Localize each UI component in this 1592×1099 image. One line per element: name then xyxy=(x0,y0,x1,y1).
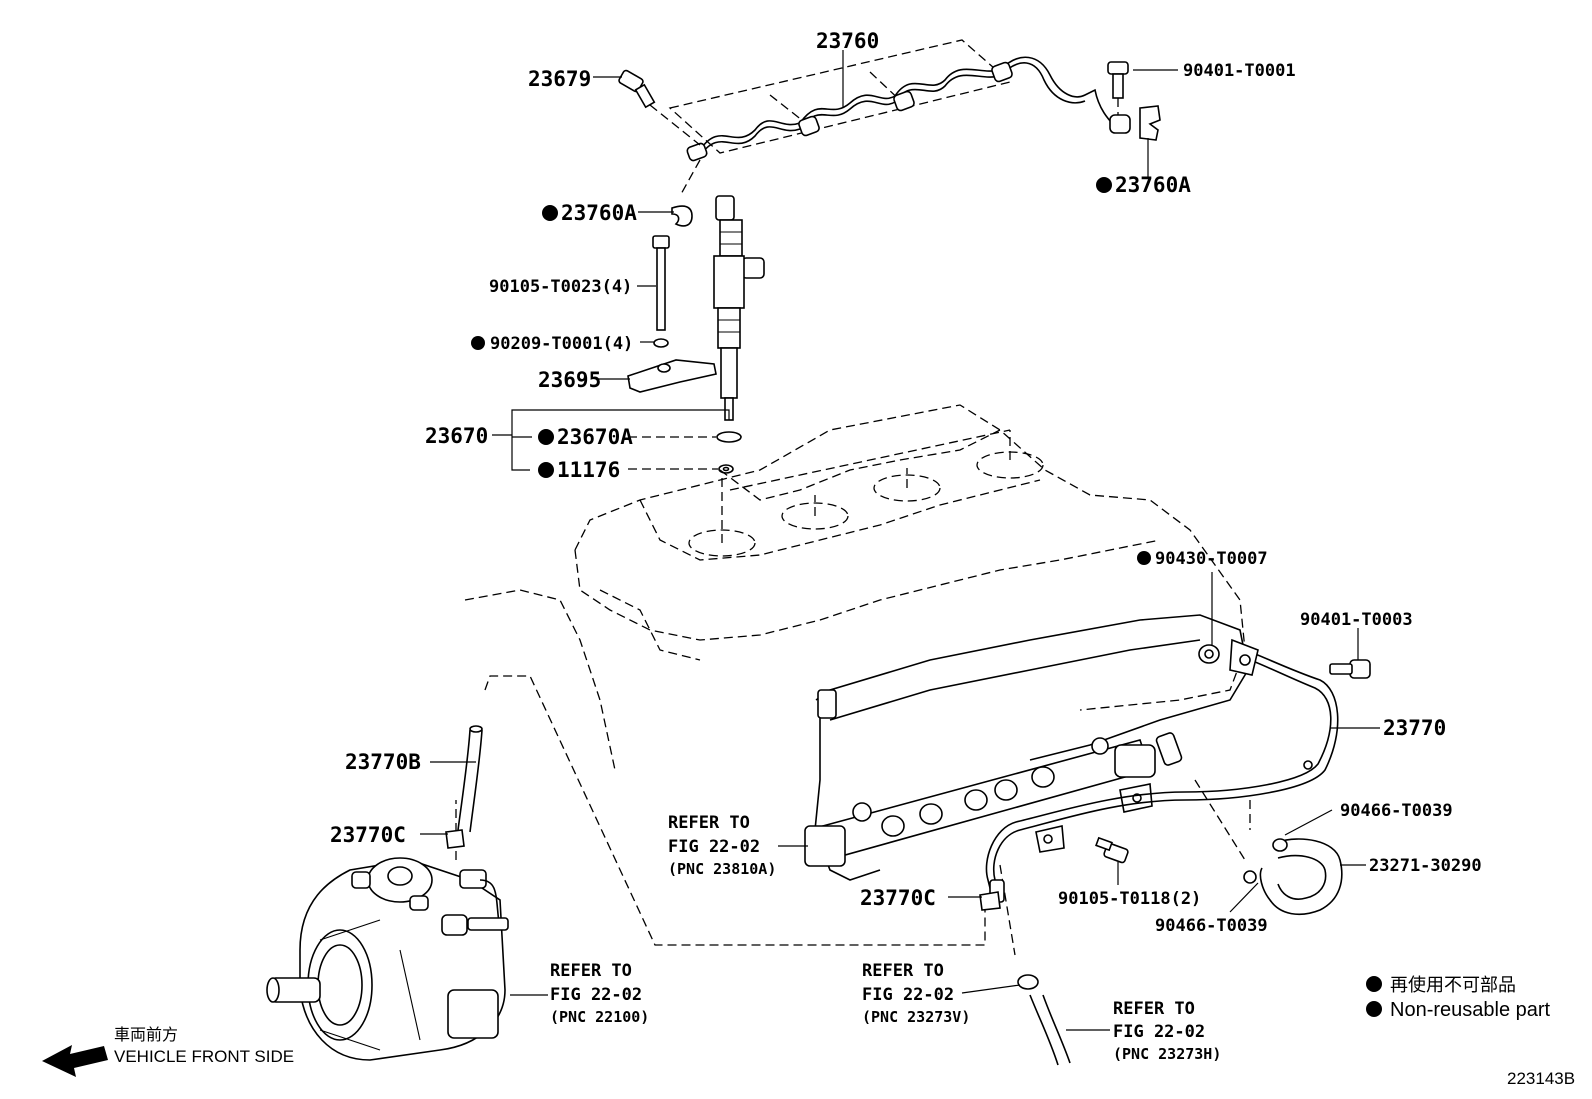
union-bolt-90401-T0003 xyxy=(1329,659,1371,679)
direction-jp: 車両前方 xyxy=(114,1026,178,1044)
reference-line1: REFER TO xyxy=(550,961,632,981)
label-90430-T0007: 90430-T0007 xyxy=(1155,549,1268,569)
reference-line2: FIG 22-02 xyxy=(1113,1022,1205,1042)
part-labels: 23760 23679 90401-T0001 23760A 23760A 90… xyxy=(330,29,1482,936)
reference-pump: REFER TO FIG 22-02 (PNC 22100) xyxy=(550,961,649,1026)
label-90105-T0023: 90105-T0023(4) xyxy=(489,277,632,297)
non-reusable-dot-icon xyxy=(1137,551,1151,565)
union-bolt-90401-T0001 xyxy=(1107,61,1129,115)
label-23670A: 23670A xyxy=(557,425,633,449)
washer-90209-T0001 xyxy=(653,338,669,348)
label-23760A-right: 23760A xyxy=(1115,173,1191,197)
non-reusable-dot-icon xyxy=(538,462,554,478)
injector-23670 xyxy=(713,195,765,421)
o-ring-23670A xyxy=(716,431,742,443)
label-23770C-left: 23770C xyxy=(330,823,406,847)
bolt-90105-T0023 xyxy=(652,235,670,331)
label-23679: 23679 xyxy=(528,67,591,91)
leader-lines xyxy=(420,50,1380,1031)
gasket-23760A-right xyxy=(1139,105,1161,141)
vehicle-front-arrow-icon xyxy=(42,1045,108,1077)
label-23770B: 23770B xyxy=(345,750,421,774)
hose-23273H xyxy=(1029,994,1071,1066)
label-90105-T0118: 90105-T0118(2) xyxy=(1058,889,1201,909)
non-reusable-dot-icon xyxy=(1096,177,1112,193)
reference-rail: REFER TO FIG 22-02 (PNC 23810A) xyxy=(668,813,776,878)
label-23770: 23770 xyxy=(1383,716,1446,740)
reference-line1: REFER TO xyxy=(668,813,750,833)
reference-line3: (PNC 22100) xyxy=(550,1008,649,1026)
reference-line3: (PNC 23273V) xyxy=(862,1008,970,1026)
leakage-pipe-23760 xyxy=(668,39,1131,197)
supply-pump-22100 xyxy=(266,857,509,1061)
gasket-90430-T0007 xyxy=(1198,644,1220,664)
reference-line2: FIG 22-02 xyxy=(862,985,954,1005)
clip-90466-T0039-bottom xyxy=(1243,870,1257,884)
union-bolt-23679 xyxy=(618,69,701,146)
label-90401-T0001: 90401-T0001 xyxy=(1183,61,1296,81)
label-11176: 11176 xyxy=(557,458,620,482)
reference-hose-h: REFER TO FIG 22-02 (PNC 23273H) xyxy=(1113,999,1221,1063)
reference-line2: FIG 22-02 xyxy=(668,837,760,857)
fuel-pipe-23770 xyxy=(985,638,1339,903)
clip-23770C-left xyxy=(445,829,465,849)
non-reusable-dot-icon xyxy=(1366,1001,1382,1017)
label-23770C-mid: 23770C xyxy=(860,886,936,910)
hose-clip-23273V xyxy=(1017,974,1039,990)
non-reusable-dot-icon xyxy=(538,429,554,445)
engine-outline xyxy=(455,404,1251,956)
label-90401-T0003: 90401-T0003 xyxy=(1300,610,1413,630)
non-reusable-dot-icon xyxy=(542,205,558,221)
label-23695: 23695 xyxy=(538,368,601,392)
legend: 再使用不可部品 Non-reusable part xyxy=(1366,975,1551,1021)
legend-en: Non-reusable part xyxy=(1390,999,1551,1021)
label-90466-T0039-top: 90466-T0039 xyxy=(1340,801,1453,821)
non-reusable-dot-icon xyxy=(1366,976,1382,992)
hose-23271-30290 xyxy=(1259,838,1343,916)
seal-11176 xyxy=(718,464,734,474)
direction-en: VEHICLE FRONT SIDE xyxy=(114,1047,294,1066)
label-23670: 23670 xyxy=(425,424,488,448)
figure-id: 223143B xyxy=(1507,1069,1575,1088)
reference-line3: (PNC 23273H) xyxy=(1113,1045,1221,1063)
injector-clamp-23695 xyxy=(627,359,717,393)
bolt-90105-T0118 xyxy=(1095,836,1129,864)
reference-line1: REFER TO xyxy=(862,961,944,981)
hose-23770B xyxy=(457,725,483,833)
vehicle-direction: 車両前方 VEHICLE FRONT SIDE xyxy=(114,1026,294,1066)
legend-jp: 再使用不可部品 xyxy=(1390,975,1516,995)
label-23760: 23760 xyxy=(816,29,879,53)
reference-line3: (PNC 23810A) xyxy=(668,860,776,878)
label-23271-30290: 23271-30290 xyxy=(1369,856,1482,876)
clip-23770C-mid xyxy=(979,891,1001,911)
gasket-23760A-left xyxy=(671,205,693,227)
reference-line1: REFER TO xyxy=(1113,999,1195,1019)
label-23760A-left: 23760A xyxy=(561,201,637,225)
label-90209-T0001: 90209-T0001(4) xyxy=(490,334,633,354)
clip-90466-T0039-top xyxy=(1272,838,1288,852)
common-rail-assembly xyxy=(804,614,1249,881)
non-reusable-dot-icon xyxy=(471,336,485,350)
label-90466-T0039-bottom: 90466-T0039 xyxy=(1155,916,1268,936)
reference-line2: FIG 22-02 xyxy=(550,985,642,1005)
reference-hose-v: REFER TO FIG 22-02 (PNC 23273V) xyxy=(862,961,970,1026)
